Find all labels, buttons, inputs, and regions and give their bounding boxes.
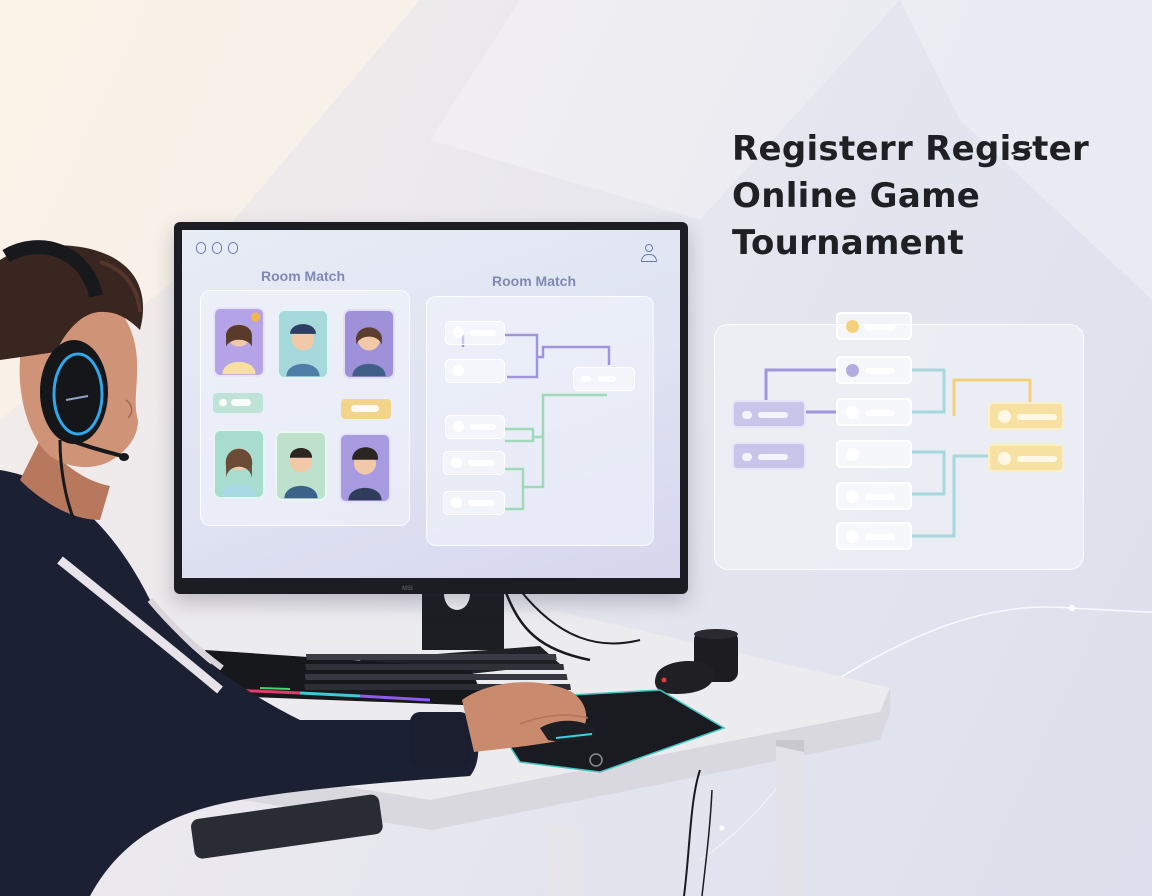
monitor-screen: Room Match Room Match xyxy=(182,230,680,578)
bracket-slot[interactable] xyxy=(445,359,505,383)
circle-icon[interactable] xyxy=(196,242,206,254)
left-panel-title: Room Match xyxy=(261,268,345,284)
bracket-slot-purple[interactable] xyxy=(732,400,806,428)
player-avatar-2[interactable] xyxy=(277,309,329,379)
headset-band xyxy=(2,240,103,298)
headline: Registerr Regiꞩter Online Game Tournamen… xyxy=(732,126,1132,267)
player-avatar-6[interactable] xyxy=(339,433,391,503)
bracket-slot-purple[interactable] xyxy=(732,442,806,470)
headline-line-2: Online Game xyxy=(732,176,981,216)
monitor-brand-logo: MSI xyxy=(402,586,413,592)
bracket-lines xyxy=(461,333,611,511)
hair xyxy=(0,245,144,360)
headline-line-3: Tournament xyxy=(732,223,965,263)
gaming-mouse-spare xyxy=(654,661,715,694)
desk-edge xyxy=(180,688,890,830)
bracket-slot-top[interactable] xyxy=(836,312,912,340)
player-avatar-5[interactable] xyxy=(275,431,327,501)
player-avatar-3[interactable] xyxy=(343,309,395,379)
desk-leg-right xyxy=(776,740,804,896)
bracket-slot[interactable] xyxy=(836,522,912,550)
bracket-slot-gold[interactable] xyxy=(988,444,1064,472)
player xyxy=(0,240,596,896)
headline-line-1: Registerr Regiꞩter xyxy=(732,129,1090,169)
right-panel-title: Room Match xyxy=(492,273,576,289)
bracket-slot[interactable] xyxy=(836,440,912,468)
chair-armrest xyxy=(191,794,383,859)
player-avatar-4[interactable] xyxy=(213,429,265,499)
headset-mic xyxy=(69,438,123,458)
bracket-slot[interactable] xyxy=(445,321,505,345)
player-avatar-1[interactable] xyxy=(213,307,265,377)
team-b-pill[interactable] xyxy=(341,399,391,419)
bracket-slot[interactable] xyxy=(443,451,505,475)
grid-icon[interactable] xyxy=(228,242,238,254)
mouse xyxy=(540,720,596,742)
bracket-slot[interactable] xyxy=(443,491,505,515)
headset-earcup xyxy=(40,340,108,444)
bracket-panel xyxy=(426,296,654,546)
team-a-pill[interactable] xyxy=(213,393,263,413)
double-circle-icon[interactable] xyxy=(212,242,222,254)
user-icon[interactable] xyxy=(640,244,658,264)
screen-top-icons xyxy=(196,242,238,254)
bracket-slot[interactable] xyxy=(573,367,635,391)
bracket-slot[interactable] xyxy=(836,398,912,426)
bracket-slot[interactable] xyxy=(836,356,912,384)
bracket-slot-gold[interactable] xyxy=(988,402,1064,430)
bracket-slot[interactable] xyxy=(445,415,505,439)
room-match-panel xyxy=(200,290,410,526)
bracket-slot[interactable] xyxy=(836,482,912,510)
desk-leg-front xyxy=(548,826,582,896)
